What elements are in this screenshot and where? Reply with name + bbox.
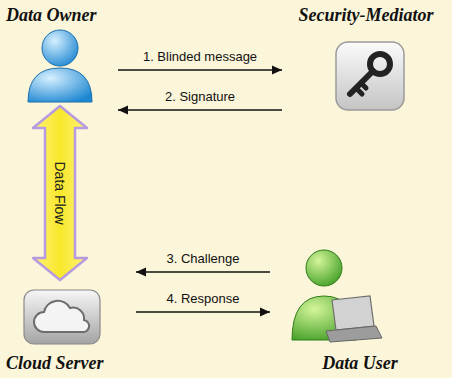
key-tile [336, 42, 404, 110]
arrow-head [118, 106, 128, 115]
actor-node: Data Owner [4, 4, 116, 104]
flow-label: Data Flow [52, 161, 68, 224]
laptop-screen [332, 296, 374, 330]
laptop-base [326, 326, 382, 342]
cloud-shape [34, 301, 89, 332]
key-icon [334, 40, 406, 112]
arrow-line [136, 271, 270, 273]
cloud-icon [22, 288, 102, 346]
message-label: 4. Response [167, 291, 240, 307]
actor-label: Security-Mediator [299, 4, 434, 26]
arrow-line [136, 311, 270, 313]
person-head [42, 30, 78, 66]
arrow-head [136, 268, 146, 277]
actor-label: Data User [322, 352, 398, 374]
connector [136, 308, 270, 317]
data-flow-arrow [33, 106, 87, 280]
actor-node: Cloud Server [4, 282, 134, 374]
actor-node: Security-Mediator [284, 4, 448, 116]
arrow-line [118, 109, 282, 111]
arrow-head [272, 66, 282, 75]
cloud-tile [24, 290, 100, 344]
connector [118, 106, 282, 115]
actor-node: Data User [272, 240, 448, 374]
owner-icon [22, 28, 98, 104]
user-icon [284, 244, 384, 344]
actor-label: Data Owner [6, 4, 97, 26]
message-label: 2. Signature [165, 89, 235, 105]
person-head [306, 250, 342, 286]
connector [136, 268, 270, 277]
message-label: 1. Blinded message [143, 49, 257, 65]
actor-label: Cloud Server [6, 352, 104, 374]
arrow-line [118, 69, 282, 71]
connector [33, 106, 87, 280]
arrow-head [260, 308, 270, 317]
person-body [28, 68, 92, 102]
key-shaft [350, 71, 373, 94]
key-tooth [361, 83, 366, 88]
message-label: 3. Challenge [167, 251, 240, 267]
connector [118, 66, 282, 75]
key-tooth [356, 88, 362, 94]
